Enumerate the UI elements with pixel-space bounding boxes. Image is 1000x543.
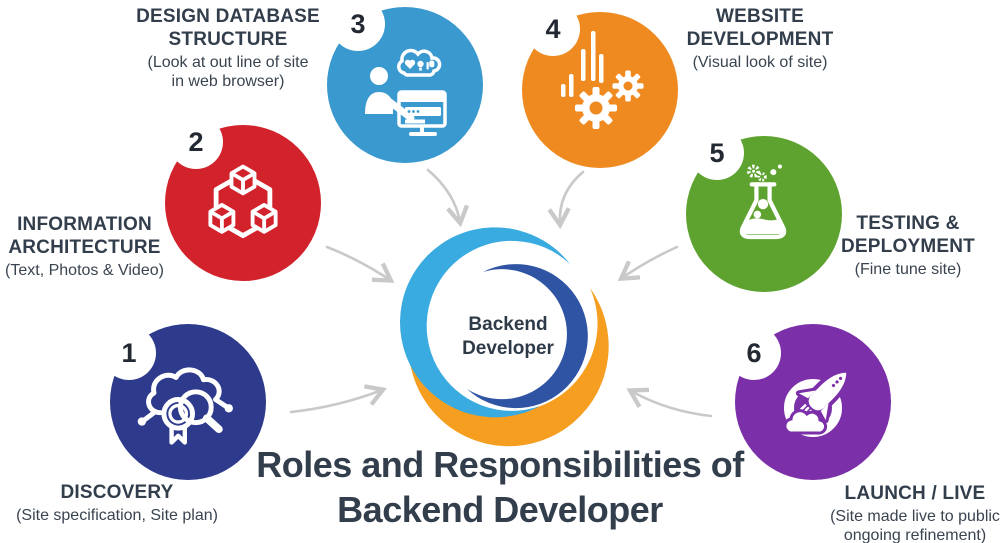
stage-number: 4 bbox=[545, 13, 561, 44]
arrow-from-launch bbox=[626, 387, 713, 418]
stage-number: 2 bbox=[188, 126, 204, 157]
stage-1-subtitle: (Site specification, Site plan) bbox=[2, 507, 232, 526]
stage-4-circle: 4 bbox=[522, 2, 678, 168]
stage-6-number-badge: 6 bbox=[727, 326, 781, 380]
stage-3-circle: 3 bbox=[327, 0, 483, 163]
subtitle-line: (Site made live to public bbox=[830, 508, 1000, 526]
stage-5-circle: 5 bbox=[686, 126, 842, 292]
heading-line: LAUNCH / LIVE bbox=[844, 483, 986, 504]
hub-center-disc bbox=[460, 284, 556, 380]
cloud-search-award-icon bbox=[137, 367, 233, 445]
page-title: Roles and Responsibilities of Backend De… bbox=[150, 442, 850, 533]
stage-3-number-badge: 3 bbox=[331, 0, 385, 51]
subtitle-line: (Visual look of site) bbox=[692, 54, 828, 72]
arrow-from-information-architecture bbox=[325, 245, 395, 283]
subtitle-line: ongoing refinement) bbox=[843, 526, 987, 543]
stage-5-number-badge: 5 bbox=[690, 126, 744, 180]
stage-5-label: TESTING &DEPLOYMENT (Fine tune site) bbox=[818, 212, 998, 280]
title-line: Roles and Responsibilities of bbox=[256, 444, 744, 485]
cubes-network-icon bbox=[208, 164, 278, 239]
stage-number: 1 bbox=[121, 337, 137, 368]
stage-2-subtitle: (Text, Photos & Video) bbox=[0, 262, 172, 281]
subtitle-line: (Fine tune site) bbox=[854, 261, 962, 279]
heading-line: DESIGN DATABASE bbox=[136, 6, 320, 27]
hub-label-line1: Backend bbox=[468, 314, 547, 335]
rocket-target-icon bbox=[783, 368, 851, 437]
stage-2-number-badge: 2 bbox=[169, 115, 223, 169]
heading-line: STRUCTURE bbox=[168, 29, 288, 51]
hub-label-line2: Developer bbox=[462, 338, 554, 359]
arrow-from-website-development bbox=[547, 170, 585, 230]
arrow-from-design-database bbox=[426, 168, 470, 228]
stage-2-circle: 2 bbox=[165, 115, 321, 281]
backend-developer-hub: Backend Developer bbox=[400, 227, 609, 447]
developer-at-computer-icon bbox=[365, 48, 447, 136]
subtitle-line: (Look at out line of site bbox=[147, 54, 309, 72]
flask-icon bbox=[739, 164, 787, 240]
heading-line: DEPLOYMENT bbox=[841, 236, 975, 258]
bars-and-gears-icon bbox=[561, 31, 644, 129]
arrow-from-testing-deployment bbox=[617, 245, 679, 282]
stage-5-heading: TESTING &DEPLOYMENT bbox=[818, 212, 998, 258]
heading-line: DISCOVERY bbox=[60, 482, 174, 503]
subtitle-line: (Text, Photos & Video) bbox=[5, 262, 164, 280]
stage-4-number-badge: 4 bbox=[526, 2, 580, 56]
stage-1-number-badge: 1 bbox=[102, 326, 156, 380]
stage-4-subtitle: (Visual look of site) bbox=[650, 54, 870, 73]
subtitle-line: in web browser) bbox=[171, 72, 285, 90]
subtitle-line: (Site specification, Site plan) bbox=[16, 507, 218, 525]
stage-1-label: DISCOVERY (Site specification, Site plan… bbox=[2, 481, 232, 526]
stage-6-circle: 6 bbox=[727, 324, 891, 480]
title-line: Backend Developer bbox=[337, 489, 663, 531]
stage-1-circle: 1 bbox=[102, 324, 266, 480]
swoosh-cyan bbox=[400, 227, 570, 418]
swoosh-blue bbox=[467, 264, 588, 409]
stage-number: 5 bbox=[709, 137, 725, 168]
stage-1-heading: DISCOVERY bbox=[2, 481, 232, 504]
stage-6-heading: LAUNCH / LIVE bbox=[823, 482, 1000, 505]
heading-line: TESTING & bbox=[856, 213, 960, 234]
stage-5-subtitle: (Fine tune site) bbox=[818, 261, 998, 280]
stage-number: 3 bbox=[350, 8, 366, 39]
heading-line: INFORMATION bbox=[17, 214, 152, 235]
arrow-from-discovery bbox=[289, 384, 387, 414]
heading-line: DEVELOPMENT bbox=[686, 29, 834, 51]
heading-line: WEBSITE bbox=[716, 6, 804, 27]
stage-number: 6 bbox=[746, 337, 762, 368]
heading-line: ARCHITECTURE bbox=[8, 237, 161, 259]
